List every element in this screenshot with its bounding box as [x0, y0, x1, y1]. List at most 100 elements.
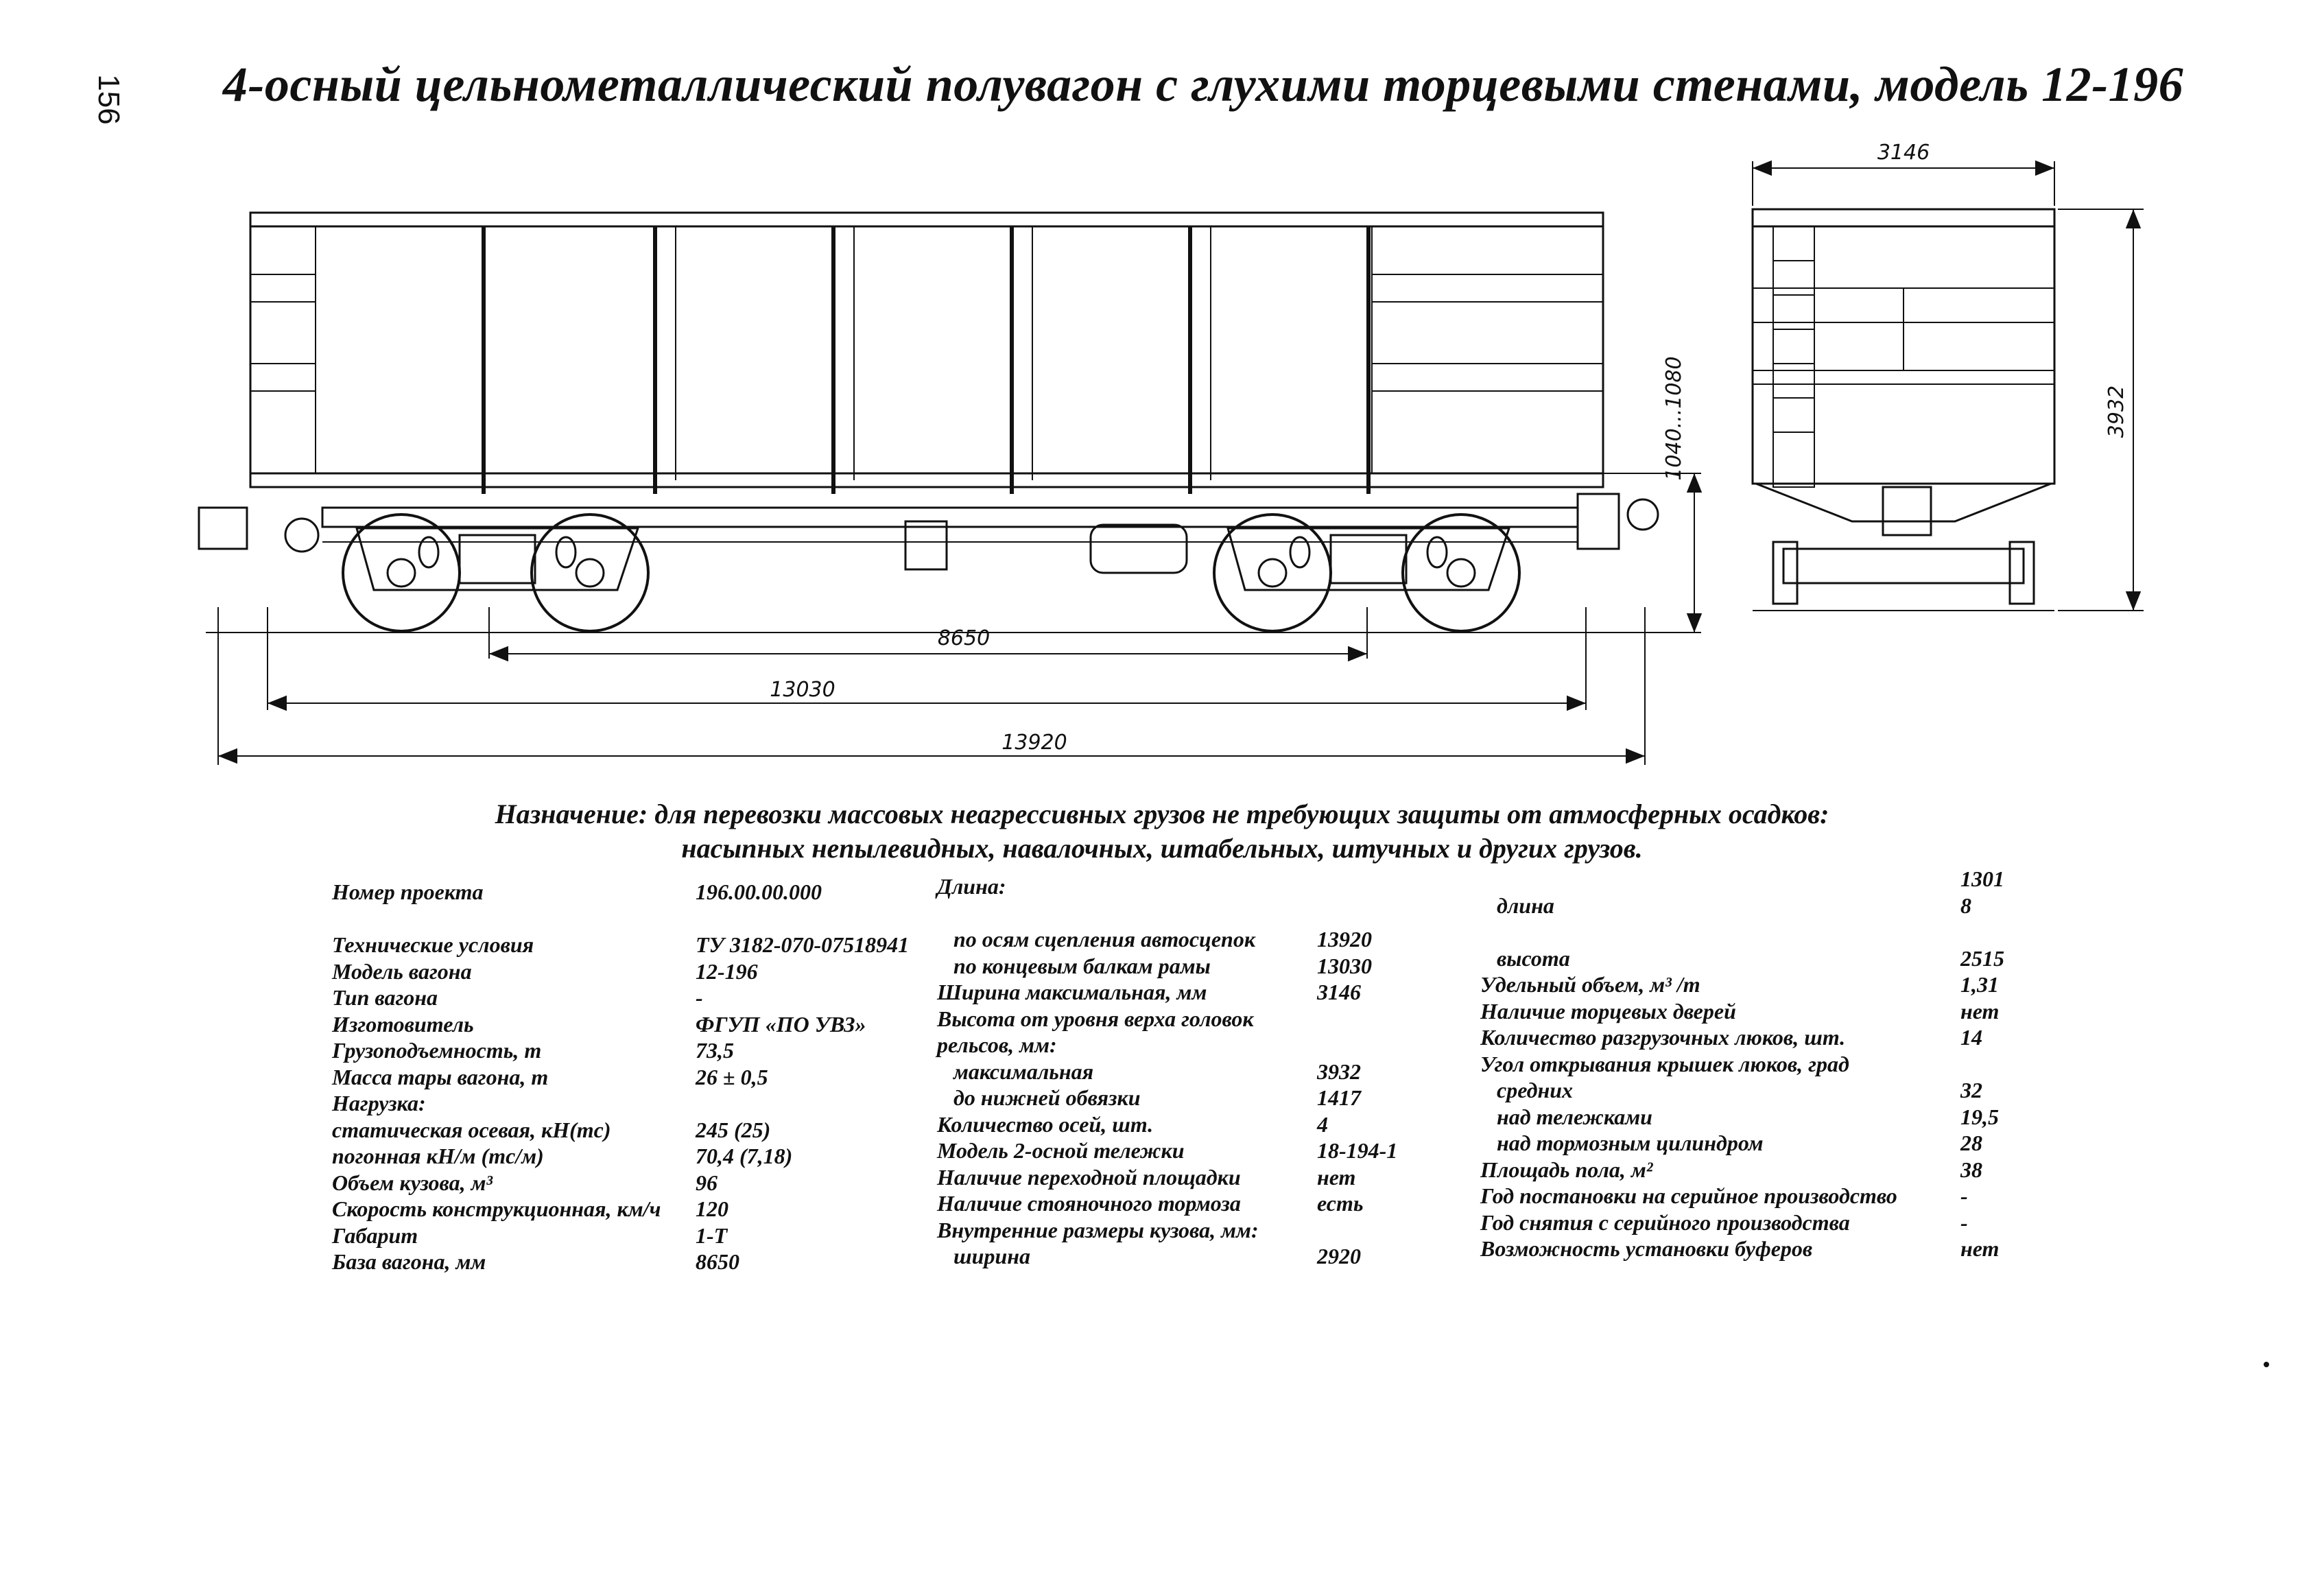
spec-label: Технические условия	[332, 932, 534, 957]
spec-row: 1301	[1480, 866, 2015, 893]
spec-label: Габарит	[332, 1222, 418, 1248]
spec-row: Нагрузка:	[332, 1090, 922, 1117]
spec-label: Длина:	[937, 874, 1006, 899]
end-outline	[1751, 208, 2056, 485]
purpose-line-1: Назначение: для перевозки массовых неагр…	[0, 797, 2324, 831]
spec-label: ширина	[953, 1244, 1031, 1268]
end-view	[1751, 208, 2056, 611]
spec-value: 70,4 (7,18)	[696, 1144, 793, 1168]
spec-row: Год снятия с серийного производства-	[1480, 1209, 2015, 1236]
purpose-label: Назначение:	[495, 799, 648, 829]
spec-value: 120	[696, 1196, 728, 1221]
spec-row: Количество осей, шт.4	[937, 1111, 1472, 1138]
spec-row: Высота от уровня верха головок	[937, 1006, 1472, 1032]
body-outline	[249, 211, 1604, 488]
spec-value: ФГУП «ПО УВЗ»	[696, 1011, 866, 1037]
spec-label: База вагона, мм	[332, 1249, 486, 1274]
dim-coupler-length: 13920	[1001, 731, 1067, 755]
spec-label: Грузоподъемность, т	[332, 1038, 542, 1063]
spec-value: нет	[1317, 1164, 1356, 1190]
spec-label: Масса тары вагона, т	[332, 1064, 549, 1089]
spec-label: над тормозным цилиндром	[1497, 1131, 1764, 1155]
scan-speck	[2264, 1362, 2269, 1367]
spec-value: 3932	[1317, 1059, 1361, 1084]
spec-label: до нижней обвязки	[953, 1085, 1141, 1110]
spec-row: Объем кузова, м³ 96	[332, 1170, 922, 1196]
dim-frame-length: 13030	[770, 678, 835, 702]
spec-row: статическая осевая, кН(тс) 245 (25)	[332, 1117, 922, 1144]
spec-row: Изготовитель ФГУП «ПО УВЗ»	[332, 1011, 922, 1038]
side-view	[198, 211, 1674, 633]
spec-label: Номер проекта	[332, 879, 484, 904]
spec-value: 26 ± 0,5	[696, 1064, 768, 1089]
spec-label: Количество осей, шт.	[937, 1111, 1154, 1137]
spec-label: Наличие переходной площадки	[937, 1164, 1241, 1190]
purpose-line-2: насыпных непылевидных, навалочных, штабе…	[681, 833, 1643, 864]
spec-value: есть	[1317, 1191, 1364, 1216]
spec-row: Количество разгрузочных люков, шт.14	[1480, 1024, 2015, 1051]
spec-value: 2920	[1317, 1244, 1361, 1268]
spec-value: 1417	[1317, 1085, 1361, 1110]
spec-label: Тип вагона	[332, 985, 438, 1010]
spec-row: Длина:	[937, 873, 1472, 900]
spec-row: по концевым балкам рамы 13030	[937, 953, 1472, 980]
spec-row: Год постановки на серийное производство -	[1480, 1183, 2015, 1209]
spec-row: до нижней обвязки 1417	[937, 1085, 1472, 1111]
purpose-text-1: для перевозки массовых неагрессивных гру…	[654, 799, 1829, 829]
spec-value: 1301	[1960, 866, 2004, 891]
spec-value: 13030	[1317, 953, 1372, 978]
spec-row: Модель вагона 12-196	[332, 958, 922, 985]
spec-label: Высота от уровня верха головок	[937, 1006, 1254, 1031]
dim-side-height: 1040...1080	[1662, 356, 1686, 480]
spec-row: Внутренние размеры кузова, мм:	[937, 1217, 1472, 1244]
spec-row	[1480, 919, 2015, 945]
spec-value: ТУ 3182-070-07518941	[696, 932, 910, 957]
spec-label: по концевым балкам рамы	[953, 953, 1211, 978]
spec-value: 38	[1960, 1157, 1982, 1182]
spec-value: 96	[696, 1170, 718, 1195]
spec-label: статическая осевая, кН(тс)	[332, 1117, 611, 1142]
spec-row: Тип вагона -	[332, 984, 922, 1011]
spec-value: 1-Т	[696, 1222, 728, 1248]
spec-label: Изготовитель	[332, 1011, 474, 1037]
spec-value: 12-196	[696, 958, 758, 984]
left-bogie	[342, 513, 650, 633]
spec-label: Наличие стояночного тормоза	[937, 1191, 1241, 1216]
spec-label: погонная кН/м (тс/м)	[332, 1144, 544, 1168]
spec-row: погонная кН/м (тс/м) 70,4 (7,18)	[332, 1143, 922, 1170]
spec-row: средних 32	[1480, 1077, 2015, 1104]
spec-row: ширина 2920	[937, 1243, 1472, 1270]
spec-value: 14	[1960, 1025, 1982, 1050]
spec-row	[937, 900, 1472, 927]
spec-label: максимальная	[953, 1059, 1094, 1084]
spec-value: 32	[1960, 1078, 1982, 1102]
spec-row: рельсов, мм:	[937, 1032, 1472, 1059]
spec-label: средних	[1497, 1078, 1574, 1102]
spec-row: Удельный объем, м³ /т 1,31	[1480, 971, 2015, 998]
spec-label: длина	[1497, 893, 1554, 918]
spec-label: Модель вагона	[332, 958, 472, 984]
spec-label: Ширина максимальная, мм	[937, 980, 1207, 1004]
spec-value: 1,31	[1960, 972, 1999, 997]
spec-row	[332, 906, 922, 932]
side-dimensions	[217, 473, 1703, 765]
spec-row: Угол открывания крышек люков, град	[1480, 1051, 2015, 1078]
spec-row: Габарит 1-Т	[332, 1222, 922, 1249]
spec-value: -	[1960, 1183, 1968, 1208]
spec-value: -	[696, 985, 703, 1010]
spec-label: Объем кузова, м³	[332, 1170, 493, 1195]
spec-label: Год постановки на серийное производство	[1480, 1183, 1897, 1208]
spec-value: -	[1960, 1209, 1968, 1235]
spec-label: Удельный объем, м³ /т	[1480, 972, 1700, 997]
spec-value: 245 (25)	[696, 1117, 771, 1142]
